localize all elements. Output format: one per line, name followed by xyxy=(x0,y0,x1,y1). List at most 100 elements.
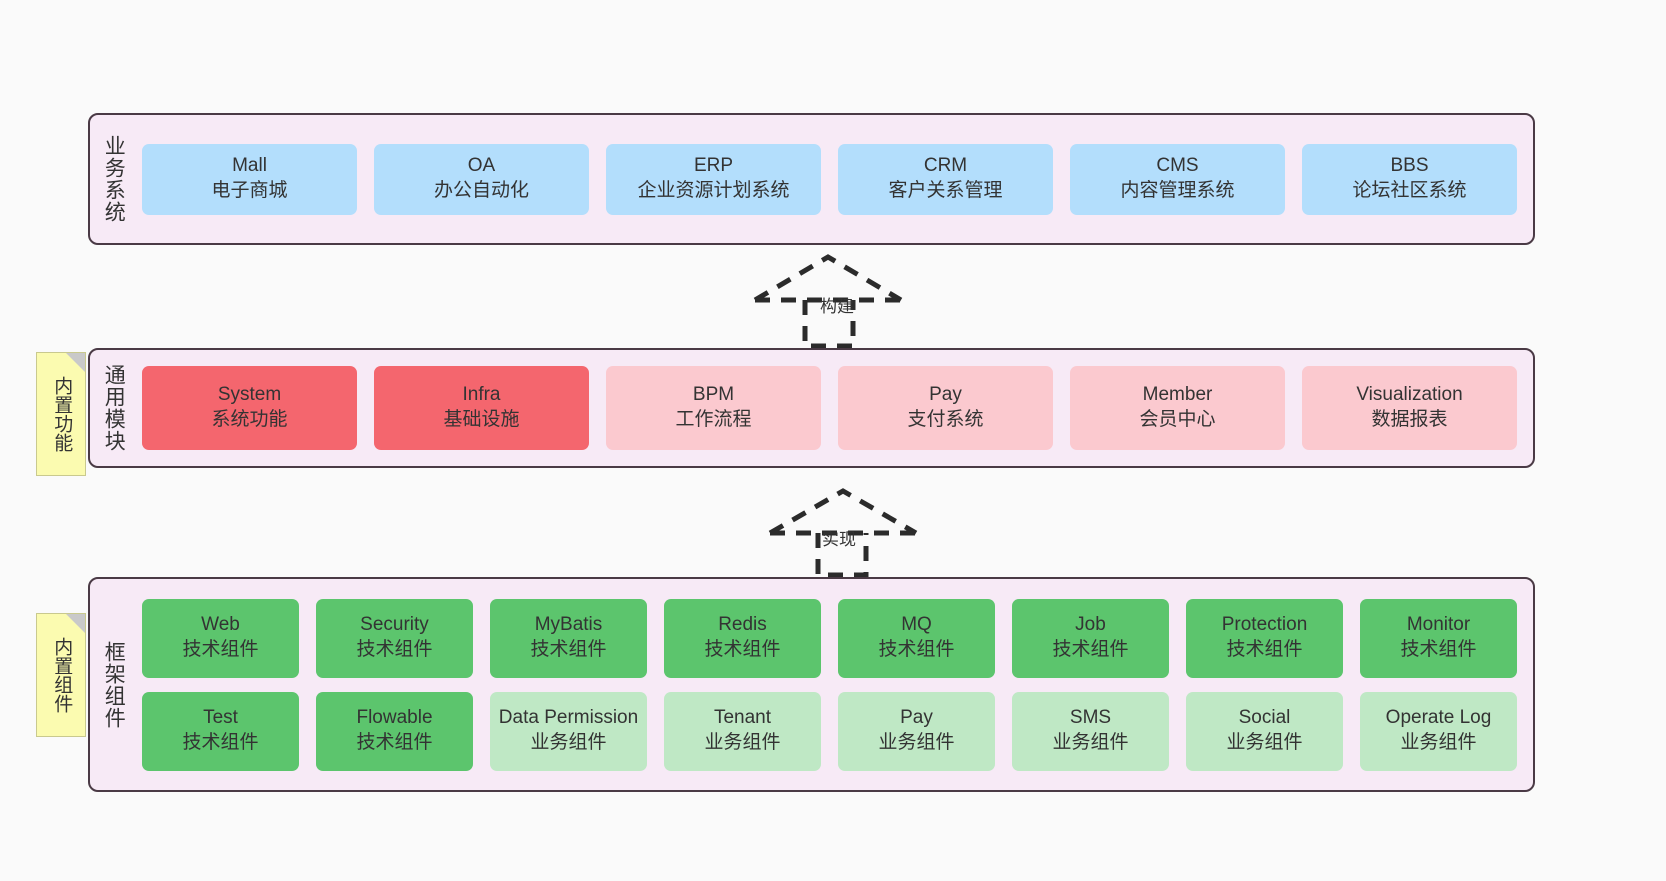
module-desc: 技术组件 xyxy=(356,639,433,660)
layer-framework-component[interactable]: 框架组件 Web 技术组件 Security 技术组件 MyBatis 技术组件… xyxy=(88,577,1535,792)
layer-title-framework: 框架组件 xyxy=(102,640,126,729)
module-card-flowable[interactable]: Flowable 技术组件 xyxy=(316,691,473,771)
layer-business-system[interactable]: 业务系统 Mall 电子商城 OA 办公自动化 ERP 企业资源计划系统 CRM… xyxy=(88,113,1535,245)
module-desc: 技术组件 xyxy=(530,639,607,660)
module-name: Mall xyxy=(232,155,267,177)
module-desc: 业务组件 xyxy=(878,732,955,753)
module-name: CMS xyxy=(1156,155,1199,177)
layer-title-business: 业务系统 xyxy=(102,135,126,223)
module-card-security[interactable]: Security 技术组件 xyxy=(316,598,473,678)
module-desc: 办公自动化 xyxy=(433,180,529,201)
module-desc: 系统功能 xyxy=(211,409,288,430)
module-name: Flowable xyxy=(356,707,433,729)
module-card-test[interactable]: Test 技术组件 xyxy=(142,691,299,771)
module-name: Visualization xyxy=(1356,384,1463,406)
layer-row: System 系统功能 Infra 基础设施 BPM 工作流程 Pay 支付系统… xyxy=(142,366,1517,450)
module-card-bbs[interactable]: BBS 论坛社区系统 xyxy=(1302,143,1517,215)
module-name: Test xyxy=(203,707,238,729)
sticky-note-builtin-components: 内置组件 xyxy=(36,613,86,737)
module-name: System xyxy=(217,384,282,406)
module-card-social[interactable]: Social 业务组件 xyxy=(1186,691,1343,771)
module-name: Operate Log xyxy=(1385,707,1492,729)
module-card-erp[interactable]: ERP 企业资源计划系统 xyxy=(606,143,821,215)
module-card-member[interactable]: Member 会员中心 xyxy=(1070,366,1285,450)
module-name: CRM xyxy=(923,155,968,177)
connector-label-implement: 实现 xyxy=(822,530,856,549)
module-name: Member xyxy=(1142,384,1213,406)
module-name: MyBatis xyxy=(534,614,603,636)
sticky-note-text: 内置组件 xyxy=(51,637,73,713)
module-card-oa[interactable]: OA 办公自动化 xyxy=(374,143,589,215)
connector-label-build: 构建 xyxy=(820,297,854,316)
module-name: Pay xyxy=(929,384,962,406)
sticky-note-builtin-features: 内置功能 xyxy=(36,352,86,476)
module-desc: 内容管理系统 xyxy=(1120,180,1235,201)
module-card-bpm[interactable]: BPM 工作流程 xyxy=(606,366,821,450)
module-desc: 数据报表 xyxy=(1371,409,1448,430)
layer-row: Web 技术组件 Security 技术组件 MyBatis 技术组件 Redi… xyxy=(142,598,1517,678)
connector-implement: 实现 xyxy=(760,487,940,578)
module-card-cms[interactable]: CMS 内容管理系统 xyxy=(1070,143,1285,215)
module-card-web[interactable]: Web 技术组件 xyxy=(142,598,299,678)
layer-body-common: System 系统功能 Infra 基础设施 BPM 工作流程 Pay 支付系统… xyxy=(136,350,1533,466)
module-name: Tenant xyxy=(713,707,772,729)
layer-row: Test 技术组件 Flowable 技术组件 Data Permission … xyxy=(142,691,1517,771)
module-card-sms[interactable]: SMS 业务组件 xyxy=(1012,691,1169,771)
module-desc: 技术组件 xyxy=(704,639,781,660)
module-name: Redis xyxy=(718,614,767,636)
module-card-tenant[interactable]: Tenant 业务组件 xyxy=(664,691,821,771)
module-card-system[interactable]: System 系统功能 xyxy=(142,366,357,450)
module-name: BPM xyxy=(692,384,735,406)
module-card-mq[interactable]: MQ 技术组件 xyxy=(838,598,995,678)
module-desc: 业务组件 xyxy=(1226,732,1303,753)
module-desc: 技术组件 xyxy=(1400,639,1477,660)
module-card-protection[interactable]: Protection 技术组件 xyxy=(1186,598,1343,678)
sticky-note-text: 内置功能 xyxy=(51,376,73,452)
module-name: Web xyxy=(201,614,240,636)
module-desc: 技术组件 xyxy=(182,639,259,660)
module-card-visualization[interactable]: Visualization 数据报表 xyxy=(1302,366,1517,450)
module-desc: 论坛社区系统 xyxy=(1352,180,1467,201)
layer-body-framework: Web 技术组件 Security 技术组件 MyBatis 技术组件 Redi… xyxy=(136,579,1533,790)
module-desc: 业务组件 xyxy=(1400,732,1477,753)
module-desc: 技术组件 xyxy=(878,639,955,660)
module-name: OA xyxy=(467,155,496,177)
module-card-monitor[interactable]: Monitor 技术组件 xyxy=(1360,598,1517,678)
layer-common-module[interactable]: 通用模块 System 系统功能 Infra 基础设施 BPM 工作流程 Pay… xyxy=(88,348,1535,468)
module-desc: 技术组件 xyxy=(1226,639,1303,660)
module-desc: 客户关系管理 xyxy=(888,180,1003,201)
module-name: ERP xyxy=(693,155,734,177)
module-card-mybatis[interactable]: MyBatis 技术组件 xyxy=(490,598,647,678)
module-desc: 工作流程 xyxy=(675,409,752,430)
module-desc: 会员中心 xyxy=(1139,409,1216,430)
module-card-redis[interactable]: Redis 技术组件 xyxy=(664,598,821,678)
connector-build: 构建 xyxy=(745,252,925,349)
module-card-job[interactable]: Job 技术组件 xyxy=(1012,598,1169,678)
module-desc: 业务组件 xyxy=(704,732,781,753)
module-name: Protection xyxy=(1221,614,1308,636)
module-card-pay[interactable]: Pay 支付系统 xyxy=(838,366,1053,450)
module-card-data-permission[interactable]: Data Permission 业务组件 xyxy=(490,691,647,771)
module-name: Social xyxy=(1238,707,1291,729)
module-card-operate-log[interactable]: Operate Log 业务组件 xyxy=(1360,691,1517,771)
layer-title-common: 通用模块 xyxy=(102,364,126,452)
module-desc: 业务组件 xyxy=(530,732,607,753)
layer-row: Mall 电子商城 OA 办公自动化 ERP 企业资源计划系统 CRM 客户关系… xyxy=(142,143,1517,215)
module-desc: 支付系统 xyxy=(907,409,984,430)
module-name: Pay xyxy=(900,707,933,729)
module-card-mall[interactable]: Mall 电子商城 xyxy=(142,143,357,215)
module-desc: 电子商城 xyxy=(211,180,288,201)
module-card-crm[interactable]: CRM 客户关系管理 xyxy=(838,143,1053,215)
module-desc: 基础设施 xyxy=(443,409,520,430)
module-card-infra[interactable]: Infra 基础设施 xyxy=(374,366,589,450)
module-name: Infra xyxy=(462,384,501,406)
module-name: MQ xyxy=(901,614,932,636)
module-desc: 技术组件 xyxy=(182,732,259,753)
module-desc: 企业资源计划系统 xyxy=(637,180,790,201)
module-name: SMS xyxy=(1069,707,1112,729)
module-name: Security xyxy=(360,614,429,636)
module-desc: 业务组件 xyxy=(1052,732,1129,753)
module-card-pay-business[interactable]: Pay 业务组件 xyxy=(838,691,995,771)
module-name: Data Permission xyxy=(498,707,639,729)
